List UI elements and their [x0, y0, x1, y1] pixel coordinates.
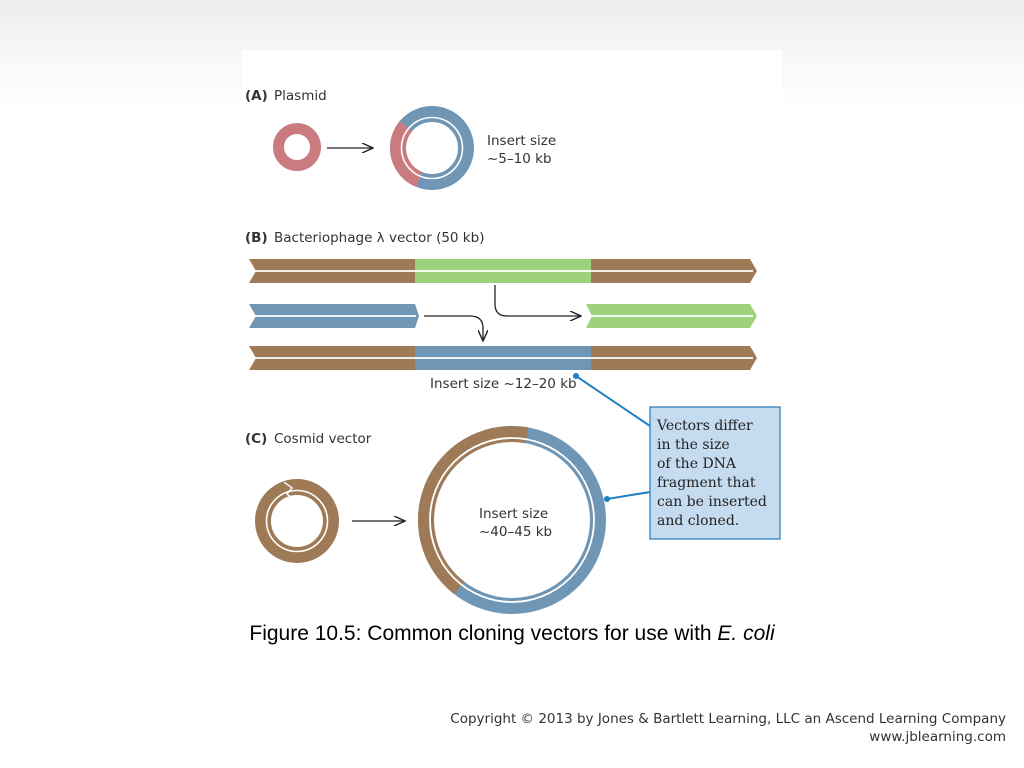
callout-pointer-cosmid	[606, 491, 651, 500]
caption-text: Figure 10.5: Common cloning vectors for …	[249, 622, 718, 645]
panel-a-insert-size-label: Insert size	[487, 133, 556, 149]
removed-stuffer-strand	[586, 304, 757, 328]
panel-c: (C) Cosmid vector Insert size ~40–45 kb	[245, 426, 606, 614]
callout-pointer-lambda	[575, 375, 651, 427]
plasmid-insert-segment	[390, 106, 474, 190]
plasmid-inner-line	[400, 116, 464, 180]
small-plasmid	[273, 123, 321, 171]
small-plasmid-center	[293, 144, 299, 150]
recombinant-cosmid	[418, 426, 606, 614]
callout-line: fragment that	[657, 475, 756, 491]
insert-ligation-arrow	[424, 315, 483, 341]
panel-a: (A) Plasmid Insert size ~5–10 kb	[245, 88, 556, 190]
lambda-vector-strand	[249, 259, 757, 283]
panel-b: (B) Bacteriophage λ vector (50 kb) Inser	[245, 230, 757, 392]
panel-a-title: Plasmid	[274, 88, 327, 104]
panel-a-insert-size-value: ~5–10 kb	[487, 151, 552, 167]
callout-line: can be inserted	[657, 494, 767, 510]
caption-organism: E. coli	[717, 622, 775, 645]
panel-c-insert-size-label: Insert size	[479, 506, 548, 522]
callout-line: of the DNA	[657, 456, 737, 472]
panel-a-label: (A)	[245, 88, 268, 104]
figure-caption: Figure 10.5: Common cloning vectors for …	[0, 622, 1024, 646]
callout-pointer-dot-lambda	[573, 373, 579, 379]
cosmid-backbone-segment	[418, 426, 606, 614]
small-plasmid-spiral	[288, 141, 306, 155]
recombinant-plasmid	[390, 106, 474, 190]
callout-line: Vectors differ	[656, 418, 753, 434]
callout-line: in the size	[657, 437, 730, 453]
cloning-vectors-diagram: (A) Plasmid Insert size ~5–10 kb (B) Bac…	[245, 88, 781, 614]
copyright-line: Copyright © 2013 by Jones & Bartlett Lea…	[450, 711, 1006, 727]
small-plasmid-ring	[273, 123, 321, 171]
callout-box	[649, 406, 781, 540]
panel-c-title: Cosmid vector	[274, 431, 372, 447]
small-cosmid-ring	[255, 479, 339, 563]
callout: Vectors differ in the size of the DNA fr…	[573, 373, 781, 540]
copyright-notice: Copyright © 2013 by Jones & Bartlett Lea…	[450, 710, 1006, 746]
panel-b-label: (B)	[245, 230, 268, 246]
small-cosmid	[255, 479, 339, 563]
recombinant-lambda-strand	[249, 346, 757, 370]
small-cosmid-cos-site	[283, 481, 296, 501]
callout-line: and cloned.	[657, 513, 739, 529]
cosmid-inner-line	[429, 437, 595, 603]
figure-panel: (A) Plasmid Insert size ~5–10 kb (B) Bac…	[242, 50, 782, 625]
callout-pointer-dot-cosmid	[604, 496, 610, 502]
panel-c-label: (C)	[245, 431, 267, 447]
publisher-url: www.jblearning.com	[869, 729, 1006, 745]
panel-c-insert-size-value: ~40–45 kb	[479, 524, 552, 540]
panel-b-title: Bacteriophage λ vector (50 kb)	[274, 230, 484, 246]
small-cosmid-inner-line	[265, 489, 329, 553]
callout-text: Vectors differ in the size of the DNA fr…	[656, 418, 771, 529]
stuffer-removal-arrow	[494, 285, 581, 316]
panel-b-insert-size: Insert size ~12–20 kb	[430, 376, 577, 392]
insert-dna-strand	[249, 304, 419, 328]
